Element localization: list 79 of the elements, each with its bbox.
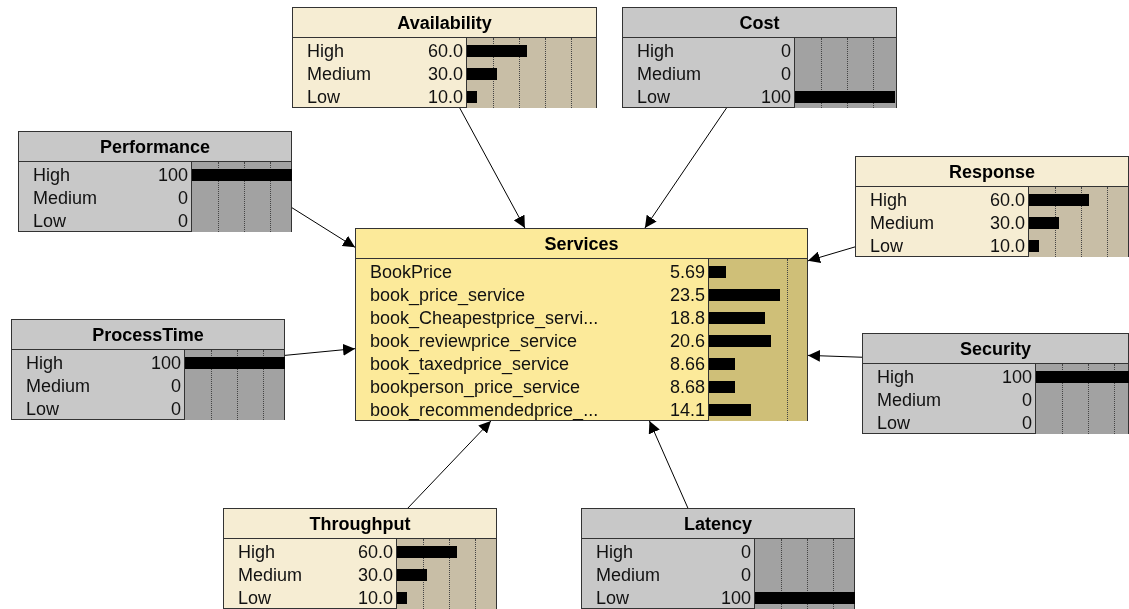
node-box (581, 508, 855, 609)
state-value: 0 (171, 399, 181, 418)
state-label: Low (870, 236, 904, 255)
state-value: 0 (1022, 390, 1032, 409)
state-value: 8.68 (669, 377, 705, 396)
state-value: 10.0 (427, 87, 463, 106)
state-label: Low (307, 87, 341, 106)
node-box (622, 7, 897, 108)
node-box (862, 333, 1129, 434)
state-value: 0 (1022, 413, 1032, 432)
state-value: 14.1 (669, 400, 705, 419)
state-value: 30.0 (357, 565, 393, 584)
state-label: Medium (637, 64, 702, 83)
state-value: 0 (178, 188, 188, 207)
node-box (18, 131, 292, 232)
state-value: 0 (781, 41, 791, 60)
node-box (855, 156, 1129, 257)
state-value: 100 (157, 165, 188, 184)
state-label: Low (33, 211, 67, 230)
state-label: Low (637, 87, 671, 106)
arrow (644, 107, 727, 229)
state-value: 100 (760, 87, 791, 106)
state-value: 0 (741, 542, 751, 561)
state-value: 0 (178, 211, 188, 230)
state-label: High (238, 542, 276, 561)
state-label: Medium (870, 213, 935, 232)
state-value: 100 (1001, 367, 1032, 386)
state-label: Low (238, 588, 272, 607)
state-value: 30.0 (427, 64, 463, 83)
state-value: 100 (150, 353, 181, 372)
state-label: High (870, 190, 908, 209)
state-value: 18.8 (669, 308, 705, 327)
node-box (11, 319, 285, 420)
state-value: 10.0 (357, 588, 393, 607)
state-label: book_taxedprice_service (370, 354, 570, 373)
state-label: book_reviewprice_service (370, 331, 578, 350)
state-value: 0 (171, 376, 181, 395)
state-label: Low (877, 413, 911, 432)
state-label: book_price_service (370, 285, 526, 304)
state-label: Medium (596, 565, 661, 584)
state-label: Medium (26, 376, 91, 395)
state-value: 23.5 (669, 285, 705, 304)
state-label: High (307, 41, 345, 60)
state-value: 60.0 (427, 41, 463, 60)
state-label: High (877, 367, 915, 386)
state-label: Medium (307, 64, 372, 83)
state-label: High (33, 165, 71, 184)
arrow (459, 107, 526, 229)
state-value: 60.0 (357, 542, 393, 561)
state-label: High (596, 542, 634, 561)
state-value: 30.0 (989, 213, 1025, 232)
arrow (807, 349, 863, 362)
state-value: 0 (741, 565, 751, 584)
state-value: 0 (781, 64, 791, 83)
state-label: Low (596, 588, 630, 607)
state-value: 5.69 (669, 262, 705, 281)
state-value: 20.6 (669, 331, 705, 350)
state-value: 8.66 (669, 354, 705, 373)
state-label: BookPrice (370, 262, 453, 281)
arrow (648, 420, 689, 509)
node-box (223, 508, 497, 609)
state-label: High (26, 353, 64, 372)
node-box (292, 7, 597, 108)
state-label: High (637, 41, 675, 60)
node-box (355, 228, 808, 421)
state-label: Low (26, 399, 60, 418)
state-label: Medium (238, 565, 303, 584)
arrow (284, 343, 356, 356)
state-value: 10.0 (989, 236, 1025, 255)
arrow (407, 420, 492, 509)
state-label: book_Cheapestprice_servi... (370, 308, 599, 327)
state-label: bookperson_price_service (370, 377, 581, 396)
state-label: Medium (33, 188, 98, 207)
state-value: 60.0 (989, 190, 1025, 209)
state-value: 100 (720, 588, 751, 607)
state-label: book_recommendedprice_... (370, 400, 599, 419)
arrow (807, 246, 856, 264)
arrow (291, 207, 356, 248)
state-label: Medium (877, 390, 942, 409)
